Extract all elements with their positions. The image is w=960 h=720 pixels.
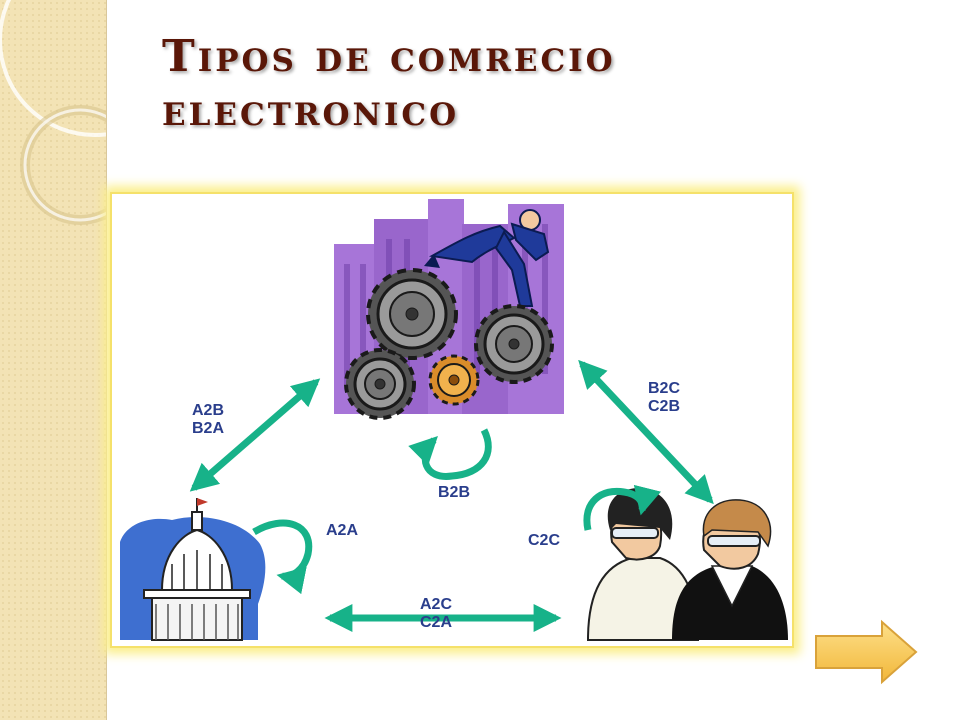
arrow-b2c-c2b [578,359,714,505]
ecommerce-diagram [120,199,788,641]
diagram-arrows [189,359,714,632]
label-a2a: A2A [326,522,359,539]
next-slide-button[interactable] [812,618,920,686]
label-c2a: C2A [420,614,453,631]
label-a2b: A2B [192,402,225,419]
label-b2a: B2A [192,420,225,437]
business-gears-icon [334,199,564,420]
next-arrow-icon [815,619,918,685]
consumers-people-icon [586,488,788,641]
title-line-2: electronico [162,85,460,136]
government-capitol-icon [120,498,266,641]
label-a2c: A2C [420,596,453,613]
title-line-1: Tipos de comrecio [162,31,616,82]
loop-arrow-b2b [408,428,492,480]
decorative-sidebar [0,0,107,720]
arrow-a2b-b2a [189,378,321,492]
slide-title: Tipos de comrecio electronico [162,30,616,138]
label-c2b: C2B [648,398,681,415]
label-b2c: B2C [648,380,681,397]
label-b2b: B2B [438,484,471,501]
loop-arrow-c2c [583,484,661,531]
loop-arrow-a2a [252,519,313,595]
label-c2c: C2C [528,532,561,549]
